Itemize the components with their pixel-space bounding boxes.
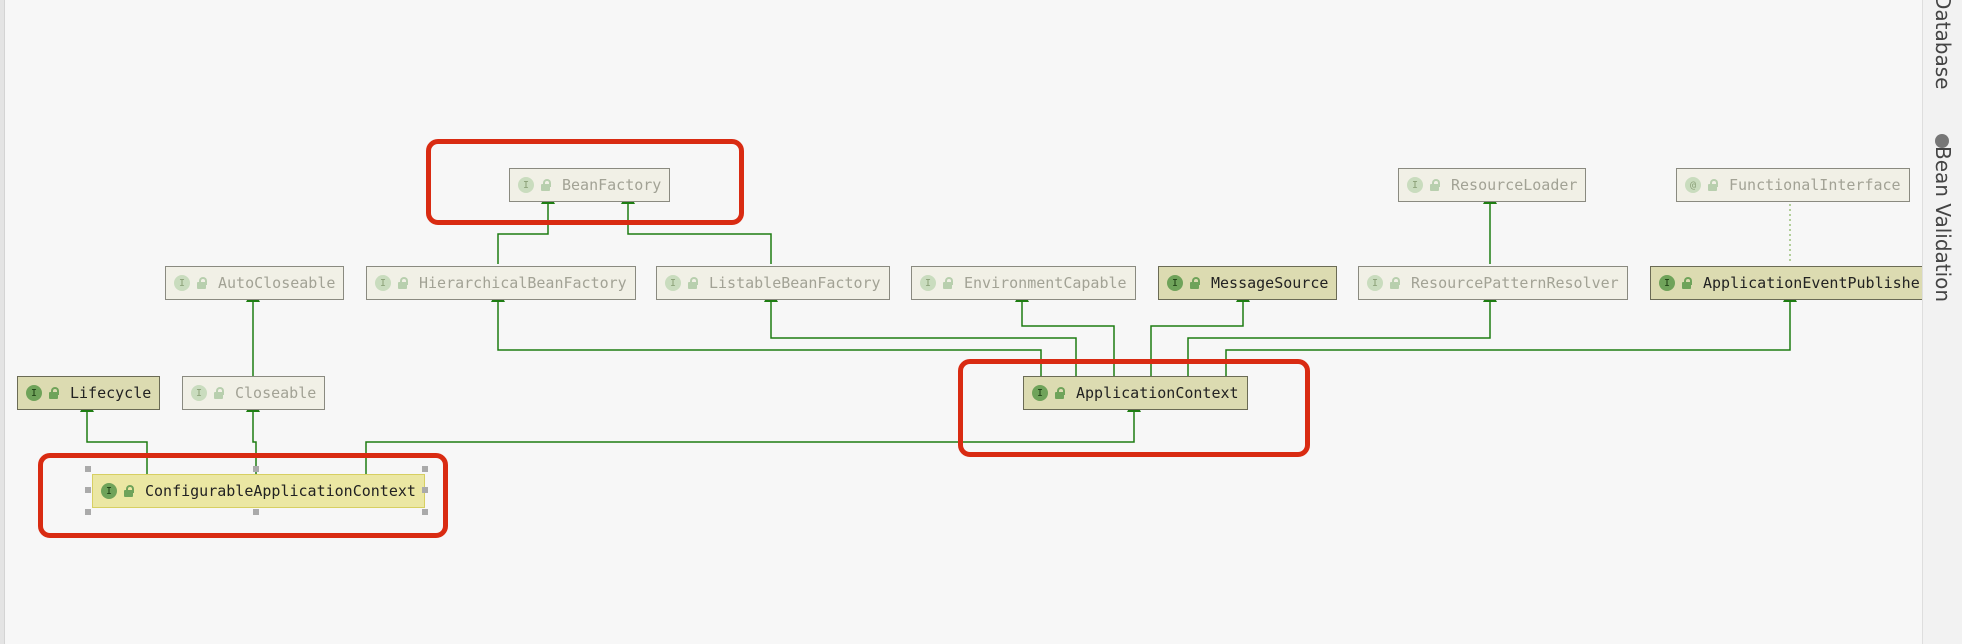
- edge-appctx-to-environment: [1015, 289, 1115, 376]
- lock-icon: [123, 485, 135, 497]
- edge-configurable-to-lifecycle: [80, 399, 148, 474]
- edge-configurable-to-appctx: [365, 399, 1141, 474]
- edge-appctx-to-publisher: [1225, 289, 1797, 376]
- selection-handle[interactable]: [422, 466, 428, 472]
- edge-appctx-to-hierarchical: [491, 289, 1042, 376]
- right-tool-window-strip: Database Bean Validation: [1922, 0, 1962, 644]
- edge-appctx-to-messagesource: [1150, 289, 1250, 376]
- node-label: AutoCloseable: [218, 274, 336, 292]
- interface-icon: I: [1407, 177, 1423, 193]
- lock-icon: [1389, 277, 1401, 289]
- node-label: FunctionalInterface: [1729, 176, 1901, 194]
- node-listable-bean-factory[interactable]: I ListableBeanFactory: [656, 266, 890, 300]
- interface-icon: I: [1167, 275, 1183, 291]
- node-label: ListableBeanFactory: [709, 274, 881, 292]
- database-tab[interactable]: Database: [1931, 0, 1955, 90]
- interface-icon: I: [1367, 275, 1383, 291]
- interface-icon: I: [1659, 275, 1675, 291]
- lock-icon: [1681, 277, 1693, 289]
- lock-icon: [196, 277, 208, 289]
- interface-icon: I: [518, 177, 534, 193]
- selection-handle[interactable]: [85, 487, 91, 493]
- selection-handle[interactable]: [85, 509, 91, 515]
- selection-handle[interactable]: [253, 509, 259, 515]
- node-label: ApplicationContext: [1076, 384, 1239, 402]
- node-label: ConfigurableApplicationContext: [145, 482, 416, 500]
- interface-icon: I: [26, 385, 42, 401]
- lock-icon: [213, 387, 225, 399]
- lock-icon: [1429, 179, 1441, 191]
- edge-appctx-to-resolver: [1187, 289, 1497, 376]
- node-message-source[interactable]: I MessageSource: [1158, 266, 1338, 300]
- node-label: ResourceLoader: [1451, 176, 1578, 194]
- left-tool-strip: [0, 0, 5, 644]
- node-auto-closeable[interactable]: I AutoCloseable: [165, 266, 345, 300]
- edge-hierarchical-to-beanfactory: [497, 191, 555, 264]
- lock-icon: [48, 387, 60, 399]
- interface-icon: I: [101, 483, 117, 499]
- lock-icon: [540, 179, 552, 191]
- node-functional-interface[interactable]: @ FunctionalInterface: [1676, 168, 1910, 202]
- node-label: Lifecycle: [70, 384, 152, 402]
- node-resource-loader[interactable]: I ResourceLoader: [1398, 168, 1587, 202]
- node-label: BeanFactory: [562, 176, 662, 194]
- node-hierarchical-bean-factory[interactable]: I HierarchicalBeanFactory: [366, 266, 636, 300]
- interface-icon: I: [191, 385, 207, 401]
- edge-configurable-to-closeable: [246, 399, 260, 474]
- lock-icon: [1189, 277, 1201, 289]
- edge-listable-to-beanfactory: [621, 191, 772, 264]
- interface-icon: I: [1032, 385, 1048, 401]
- node-label: ApplicationEventPublisher: [1703, 274, 1929, 292]
- node-label: EnvironmentCapable: [964, 274, 1127, 292]
- lock-icon: [397, 277, 409, 289]
- lock-icon: [1707, 179, 1719, 191]
- node-label: Closeable: [235, 384, 317, 402]
- interface-icon: I: [375, 275, 391, 291]
- lock-icon: [1054, 387, 1066, 399]
- annotation-icon: @: [1685, 177, 1701, 193]
- bean-validation-icon: [1935, 134, 1949, 148]
- interface-icon: I: [920, 275, 936, 291]
- node-environment-capable[interactable]: I EnvironmentCapable: [911, 266, 1136, 300]
- lock-icon: [942, 277, 954, 289]
- edge-appctx-to-listable: [764, 289, 1077, 376]
- selection-handle[interactable]: [422, 509, 428, 515]
- node-bean-factory[interactable]: I BeanFactory: [509, 168, 671, 202]
- node-application-event-publisher[interactable]: I ApplicationEventPublisher: [1650, 266, 1938, 300]
- lock-icon: [687, 277, 699, 289]
- node-label: ResourcePatternResolver: [1411, 274, 1619, 292]
- interface-icon: I: [174, 275, 190, 291]
- bean-validation-tab[interactable]: Bean Validation: [1931, 146, 1955, 303]
- interface-icon: I: [665, 275, 681, 291]
- node-resource-pattern-resolver[interactable]: I ResourcePatternResolver: [1358, 266, 1628, 300]
- selection-handle[interactable]: [422, 487, 428, 493]
- node-closeable[interactable]: I Closeable: [182, 376, 326, 410]
- selection-handle[interactable]: [85, 466, 91, 472]
- selection-handle[interactable]: [253, 466, 259, 472]
- node-label: HierarchicalBeanFactory: [419, 274, 627, 292]
- node-lifecycle[interactable]: I Lifecycle: [17, 376, 161, 410]
- node-configurable-application-context[interactable]: I ConfigurableApplicationContext: [92, 474, 425, 508]
- node-application-context[interactable]: I ApplicationContext: [1023, 376, 1248, 410]
- node-label: MessageSource: [1211, 274, 1329, 292]
